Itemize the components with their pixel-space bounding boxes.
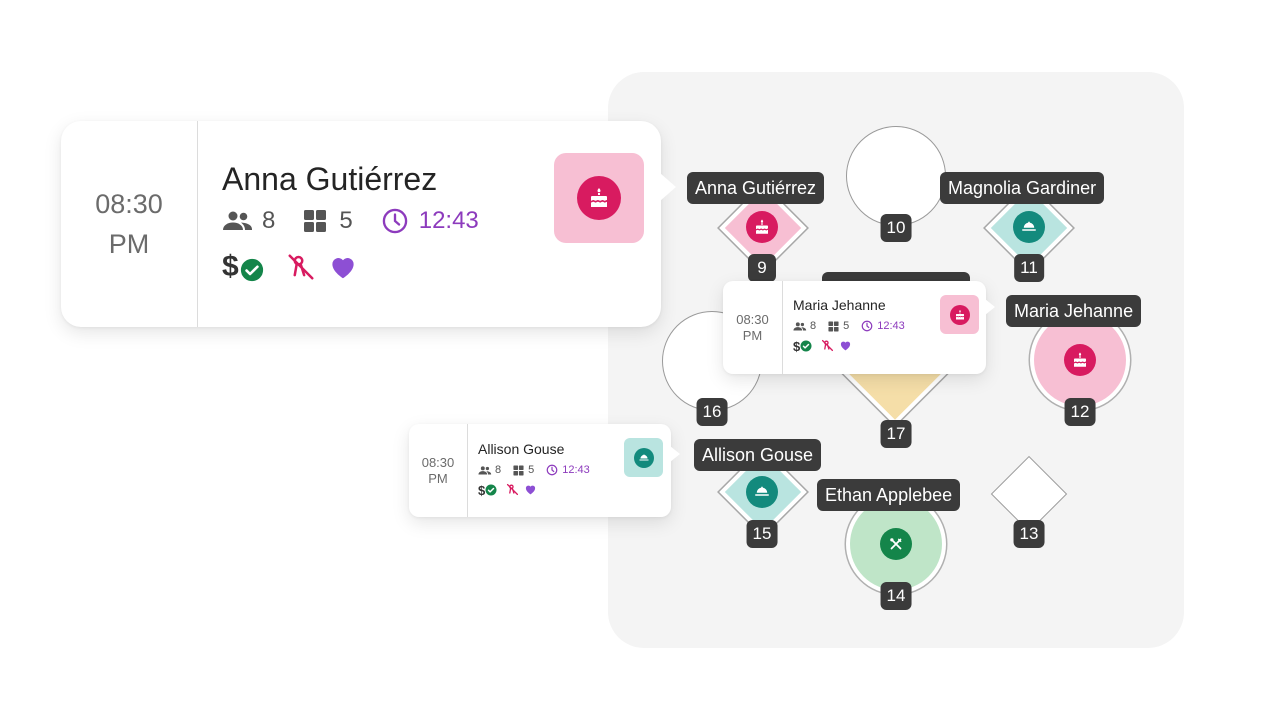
party-size: 8	[222, 207, 275, 235]
cake-icon	[955, 309, 964, 319]
cake-icon	[746, 211, 778, 243]
cloche-icon	[1013, 211, 1045, 243]
utensils-icon	[880, 528, 912, 560]
tables-grid-icon	[828, 320, 839, 332]
people-icon	[793, 321, 807, 330]
heart-icon	[332, 258, 354, 279]
heart-icon	[525, 485, 536, 494]
table-count: 5	[828, 320, 849, 332]
clock-icon	[382, 208, 407, 234]
clock-icon	[861, 320, 873, 332]
elapsed-timer: 12:43	[381, 207, 479, 235]
guest-name: Allison Gouse	[478, 441, 565, 457]
cake-icon	[591, 188, 607, 207]
reservation-time: 08:30 PM	[409, 424, 468, 517]
allergy-icon	[288, 254, 314, 280]
allergy-icon	[506, 483, 519, 495]
table-guest-label: Ethan Applebee	[817, 479, 961, 511]
time-value: 08:30	[95, 189, 163, 219]
table-number-17: 17	[880, 420, 912, 448]
cake-icon	[1064, 344, 1096, 376]
tables-grid-icon	[304, 210, 327, 232]
table-number-13: 13	[1013, 520, 1045, 548]
allergy-icon	[821, 339, 834, 351]
table-number-12: 12	[1064, 398, 1096, 426]
reservation-time: 08:30 PM	[723, 281, 783, 374]
card-pointer	[670, 446, 680, 462]
time-ampm: PM	[108, 229, 150, 259]
people-icon	[478, 465, 492, 474]
table-number-10: 10	[880, 214, 912, 242]
guest-name: Maria Jehanne	[793, 297, 886, 313]
table-count: 5	[303, 207, 353, 235]
table-number-16: 16	[696, 398, 728, 426]
prepaid-icon: $	[222, 251, 268, 283]
tables-grid-icon	[513, 464, 524, 476]
table-number-14: 14	[880, 582, 912, 610]
cloche-icon	[746, 476, 778, 508]
people-icon	[223, 211, 252, 230]
card-pointer	[985, 299, 995, 315]
table-guest-label: Anna Gutiérrez	[687, 172, 825, 204]
occasion-badge	[554, 153, 644, 243]
guest-name: Anna Gutiérrez	[222, 161, 438, 197]
reservation-time: 08:30 PM	[61, 121, 198, 327]
prepaid-icon: $	[478, 482, 498, 498]
prepaid-icon: $	[793, 338, 813, 354]
reservation-card-main[interactable]: 08:30 PM Anna Gutiérrez 8 5 12:43 $	[61, 121, 676, 327]
table-count: 5	[513, 464, 534, 476]
elapsed-timer: 12:43	[861, 320, 905, 332]
occasion-badge	[624, 438, 663, 477]
table-guest-label: Allison Gouse	[694, 439, 822, 471]
reservation-card-maria[interactable]: 08:30 PM Maria Jehanne 8 5 12:43 $	[723, 281, 995, 374]
clock-icon	[546, 464, 558, 476]
cloche-icon	[639, 454, 648, 460]
occasion-badge	[940, 295, 979, 334]
elapsed-timer: 12:43	[546, 464, 590, 476]
card-pointer	[660, 173, 676, 201]
table-10[interactable]	[846, 126, 946, 226]
table-number-11: 11	[1014, 254, 1044, 282]
table-number-9: 9	[748, 254, 776, 282]
table-number-15: 15	[746, 520, 778, 548]
table-guest-label: Magnolia Gardiner	[940, 172, 1105, 204]
party-size: 8	[478, 464, 501, 476]
party-size: 8	[793, 320, 816, 332]
heart-icon	[840, 341, 851, 350]
reservation-card-allison[interactable]: 08:30 PM Allison Gouse 8 5 12:43 $	[409, 424, 680, 517]
table-guest-label: Maria Jehanne	[1006, 295, 1142, 327]
